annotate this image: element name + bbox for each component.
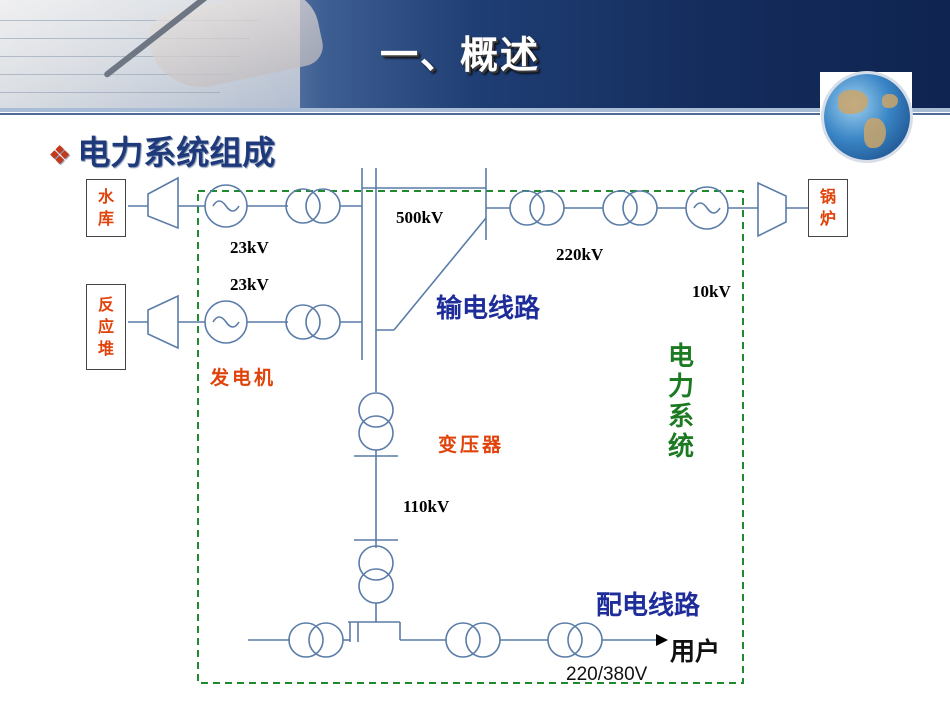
transformer-icon (288, 622, 324, 658)
voltage-label-10kv: 10kV (692, 282, 731, 301)
transformer-icon (602, 190, 638, 226)
power-system-boundary (197, 190, 744, 684)
reactor-char-1: 反 (97, 295, 114, 314)
distribution-line-label: 配电线路 (596, 591, 701, 621)
transformer-icon (445, 622, 481, 658)
power-system-char-4: 统 (668, 432, 695, 462)
power-system-char-2: 力 (668, 372, 695, 402)
transformer-icon (285, 304, 321, 340)
section-heading-text: 电力系统组成 (77, 133, 276, 172)
globe-icon (824, 74, 910, 160)
reservoir-box: 水 库 (86, 179, 126, 237)
turbine-icon (147, 294, 179, 350)
transformer-icon (358, 545, 394, 581)
transmission-wire (393, 217, 487, 331)
reservoir-char-1: 水 (97, 187, 114, 206)
user-label: 用户 (670, 637, 721, 666)
voltage-label-23kv-top: 23kV (230, 238, 269, 257)
voltage-label-500kv: 500kV (396, 208, 444, 227)
notebook-image (0, 0, 327, 112)
transformer-icon (509, 190, 545, 226)
transformer-icon (547, 622, 583, 658)
reactor-box: 反 应 堆 (86, 284, 126, 370)
transformer-icon (358, 392, 394, 428)
power-system-char-1: 电 (668, 342, 695, 372)
transformer-icon (285, 188, 321, 224)
header-divider-dark (0, 113, 950, 115)
transformer-label: 变压器 (438, 434, 505, 456)
transmission-line-label: 输电线路 (436, 294, 541, 324)
boiler-char-1: 锅 (819, 187, 836, 206)
voltage-label-220kv: 220kV (556, 245, 604, 264)
reactor-char-3: 堆 (97, 339, 114, 358)
header-banner: 一、概述 (0, 0, 950, 112)
voltage-label-110kv: 110kV (403, 497, 450, 516)
turbine-icon (147, 176, 179, 230)
section-heading: ❖电力系统组成 (48, 126, 275, 174)
power-system-label: 电 力 系 统 (668, 342, 698, 462)
boiler-box: 锅 炉 (808, 179, 848, 237)
power-system-char-3: 系 (668, 402, 695, 432)
header-divider (0, 108, 950, 112)
arrow-icon (656, 634, 668, 646)
diamond-bullet-icon: ❖ (48, 141, 72, 171)
page-title: 一、概述 (380, 33, 541, 77)
voltage-label-23kv-bottom: 23kV (230, 275, 269, 294)
boiler-char-2: 炉 (819, 209, 836, 228)
voltage-label-220-380v: 220/380V (566, 664, 648, 685)
turbine-icon (757, 181, 787, 238)
reactor-char-2: 应 (97, 317, 114, 336)
generator-label: 发电机 (210, 367, 277, 389)
reservoir-char-2: 库 (97, 209, 114, 228)
